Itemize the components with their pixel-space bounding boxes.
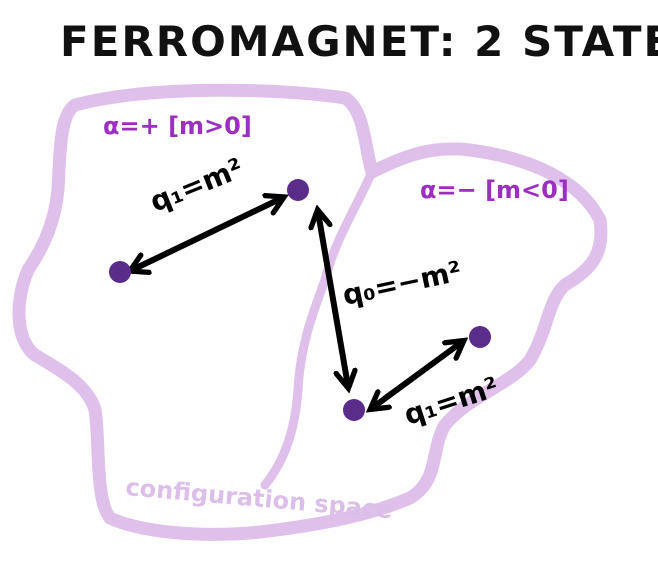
state-dot — [109, 261, 131, 283]
state-dot — [343, 399, 365, 421]
configuration-space-label: configuration space — [124, 473, 393, 524]
arrow-q0 — [318, 212, 348, 386]
configuration-space-outline — [12, 83, 608, 541]
region-label-plus: α=+ [m>0] — [103, 112, 252, 140]
arrow-q1-bottom — [372, 342, 462, 408]
state-dot — [469, 326, 491, 348]
title: FERROMAGNET: 2 STATES — [60, 17, 658, 66]
region-label-minus: α=− [m<0] — [420, 176, 569, 204]
overlap-label-q0: q₀=−m² — [340, 254, 465, 311]
arrow-q1-top — [132, 198, 282, 270]
state-dot — [287, 179, 309, 201]
overlap-label-q1-top: q₁=m² — [145, 151, 248, 218]
